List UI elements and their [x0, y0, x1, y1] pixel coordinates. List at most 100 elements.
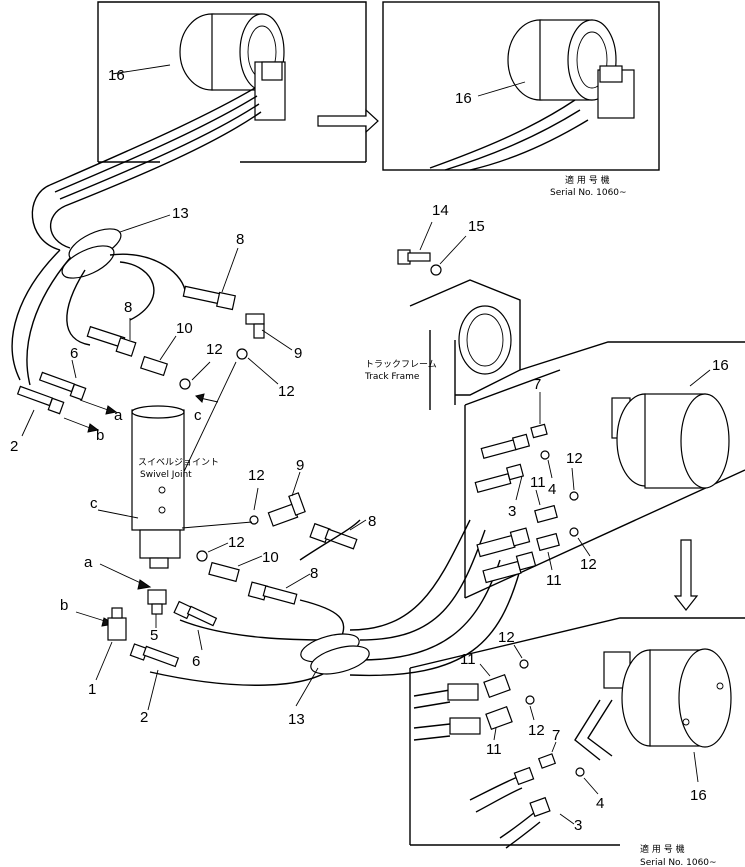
o-ring-12-right-b — [569, 527, 579, 537]
callout-9-mid: 9 — [296, 457, 304, 474]
callout-8-top: 8 — [236, 231, 244, 248]
callout-1: 1 — [88, 681, 96, 698]
hose-8-lower — [247, 581, 298, 605]
swivel-joint: スイベルジョイント Swivel Joint — [131, 405, 219, 569]
washer-15 — [430, 264, 442, 276]
callout-11-bottom-b: 11 — [486, 741, 502, 758]
callout-10-mid: 10 — [262, 549, 279, 566]
swivel-joint-en: Swivel Joint — [140, 470, 192, 480]
callout-12-right-b: 12 — [580, 556, 597, 573]
travel-motor-16-top-left — [179, 13, 286, 121]
applicability-jp-top: 適 用 号 機 — [565, 174, 610, 186]
port-label-a-lower: a — [84, 554, 93, 571]
callout-9-top: 9 — [294, 345, 302, 362]
tee-1 — [107, 607, 127, 641]
callout-12-bottom-b: 12 — [528, 722, 545, 739]
callout-11-bottom-a: 11 — [460, 651, 476, 668]
callout-2-left: 2 — [10, 438, 18, 455]
o-ring-12-bottom-b — [525, 695, 535, 705]
o-ring-12-right-a — [569, 491, 579, 501]
callout-3-middle: 3 — [508, 503, 516, 520]
track-frame-en: Track Frame — [364, 372, 420, 382]
callout-13-lower: 13 — [288, 711, 305, 728]
callout-16-bottom-right: 16 — [690, 787, 707, 804]
port-label-b-lower: b — [60, 597, 68, 614]
bolt-14 — [397, 249, 431, 265]
callout-13-upper: 13 — [172, 205, 189, 222]
inset-bottom-right: 16 11 11 12 12 7 — [409, 617, 745, 867]
callout-7-middle: 7 — [533, 376, 541, 393]
track-frame-jp: トラックフレーム — [365, 359, 437, 370]
callout-12-top: 12 — [278, 383, 295, 400]
track-frame: トラックフレーム Track Frame — [364, 279, 521, 410]
hose-2-left — [16, 385, 65, 415]
hose-8-mid — [309, 522, 358, 550]
travel-motor-16-bottom-right — [603, 648, 732, 748]
port-label-a-upper: a — [114, 407, 123, 424]
callout-12-bottom-a: 12 — [498, 629, 515, 646]
callout-15: 15 — [468, 218, 485, 235]
callout-4-bottom: 4 — [596, 795, 604, 812]
adapter-11-lower — [536, 532, 560, 552]
callout-6-lower: 6 — [192, 653, 200, 670]
adapter-11-upper — [534, 504, 558, 524]
serial-number-top: Serial No. 1060~ — [550, 188, 627, 198]
travel-motor-16-top-right — [507, 19, 635, 119]
callout-8-left: 8 — [124, 299, 132, 316]
inset-top-left: 16 — [31, 1, 367, 251]
callout-12-swivel: 12 — [248, 467, 265, 484]
adapter-7-middle — [530, 423, 548, 439]
callout-2-lower: 2 — [140, 709, 148, 726]
travel-motor-16-right-middle — [611, 393, 730, 489]
o-ring-12-bottom-a — [519, 659, 529, 669]
o-ring-12-top — [236, 348, 248, 360]
arrow-right — [317, 108, 379, 134]
elbow-9-mid — [267, 492, 306, 527]
elbow-11-bottom-b — [485, 705, 513, 731]
callout-3-bottom: 3 — [574, 817, 582, 834]
callout-16-right-middle: 16 — [712, 357, 729, 374]
elbow-9-top — [245, 313, 265, 339]
callout-11-upper: 11 — [530, 474, 546, 491]
callout-11-lower: 11 — [546, 572, 562, 589]
callout-8-lower: 8 — [310, 565, 318, 582]
hose-6-lower — [173, 600, 218, 627]
applicability-jp-bottom: 適 用 号 機 — [640, 843, 685, 855]
callout-8-mid: 8 — [368, 513, 376, 530]
hose-2-lower — [129, 643, 180, 668]
hoses-bottom-right — [413, 683, 551, 849]
hose-bundle-left — [11, 249, 186, 386]
elbow-5 — [147, 589, 167, 615]
callout-6-left: 6 — [70, 345, 78, 362]
swivel-joint-jp: スイベルジョイント — [138, 458, 219, 468]
o-ring-12-swivel — [249, 515, 259, 525]
o-ring-12-mid — [196, 550, 208, 562]
inset-right-middle: 16 7 4 3 11 11 12 12 — [464, 341, 745, 599]
o-ring-4-middle — [540, 450, 550, 460]
arrow-down — [673, 539, 699, 611]
hoses-top-left — [31, 87, 262, 251]
inset-top-right: 16 適 用 号 機 Serial No. 1060~ — [382, 1, 660, 198]
adapter-10-left — [139, 355, 169, 377]
callout-4-middle: 4 — [548, 481, 556, 498]
callout-16-top-right: 16 — [455, 90, 472, 107]
hose-6-left — [38, 371, 87, 401]
o-ring-4-bottom — [575, 767, 585, 777]
elbow-11-bottom-a — [483, 673, 511, 699]
o-ring-12-left — [179, 378, 191, 390]
clamp-13-upper: 13 — [61, 205, 189, 279]
port-label-c-upper: c — [194, 407, 202, 424]
port-label-b-upper: b — [96, 427, 104, 444]
adapter-10-mid — [208, 561, 240, 583]
callout-10-left: 10 — [176, 320, 193, 337]
clamp-13-lower — [300, 633, 370, 675]
callout-5: 5 — [150, 627, 158, 644]
hose-8-left — [86, 325, 137, 357]
callout-16-top-left: 16 — [108, 67, 125, 84]
callout-14: 14 — [432, 202, 449, 219]
serial-number-bottom: Serial No. 1060~ — [640, 858, 717, 867]
callout-12-left: 12 — [206, 341, 223, 358]
callout-12-right-a: 12 — [566, 450, 583, 467]
hoses-right-middle — [474, 433, 537, 584]
